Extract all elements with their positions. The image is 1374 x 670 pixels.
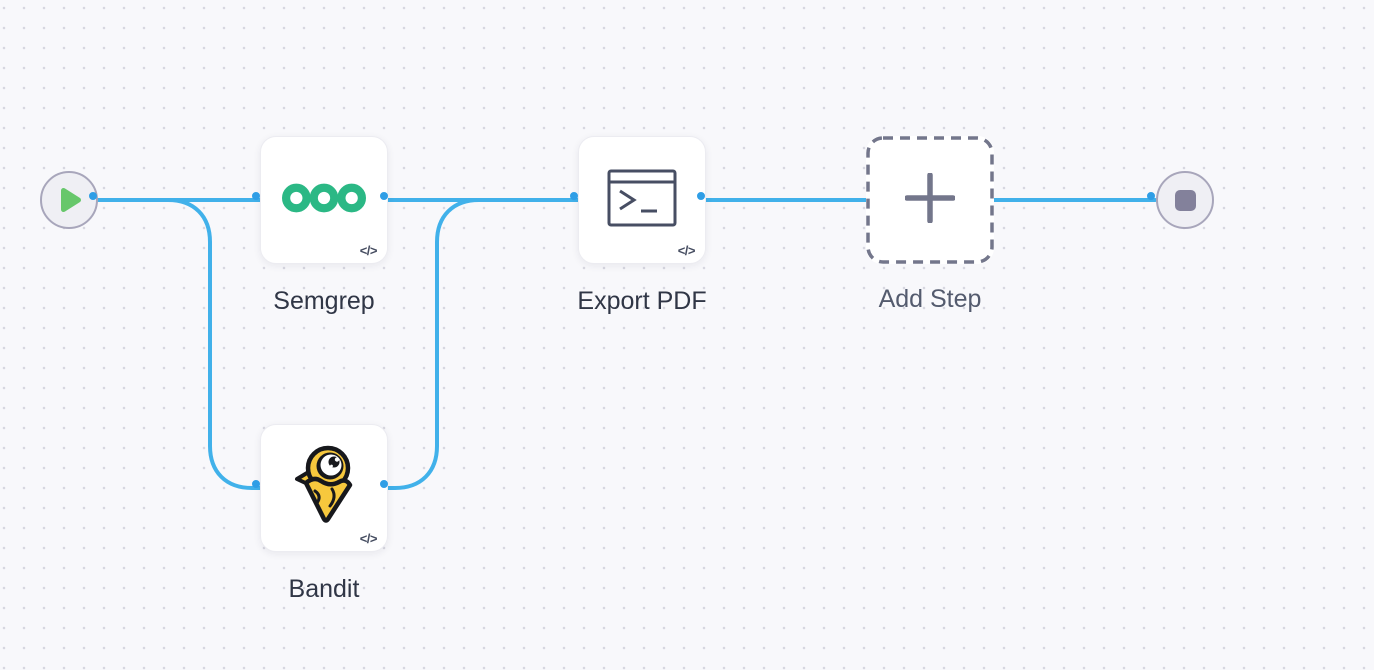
- edge-bandit-export[interactable]: [386, 198, 580, 490]
- port-export-out[interactable]: [697, 192, 705, 200]
- port-end-in[interactable]: [1147, 192, 1155, 200]
- terminal-icon: [607, 169, 677, 232]
- code-badge-icon: </>: [359, 531, 378, 546]
- port-semgrep-in[interactable]: [252, 192, 260, 200]
- bandit-logo-icon: [290, 443, 358, 534]
- add-step-node[interactable]: [866, 136, 994, 264]
- port-bandit-out[interactable]: [380, 480, 388, 488]
- semgrep-node-label: Semgrep: [273, 287, 375, 315]
- port-export-in[interactable]: [570, 192, 578, 200]
- plus-icon: [904, 171, 956, 228]
- port-semgrep-out[interactable]: [380, 192, 388, 200]
- add-step-label: Add Step: [878, 285, 982, 313]
- code-badge-icon: </>: [677, 243, 696, 258]
- dashed-border: [866, 136, 994, 264]
- bandit-node[interactable]: </>: [260, 424, 388, 552]
- code-badge-icon: </>: [359, 243, 378, 258]
- export-pdf-node[interactable]: </>: [578, 136, 706, 264]
- semgrep-logo-icon: [282, 183, 366, 218]
- end-node[interactable]: [1156, 171, 1214, 229]
- play-icon: [57, 187, 82, 213]
- export-pdf-node-label: Export PDF: [577, 287, 707, 315]
- port-start-out[interactable]: [89, 192, 97, 200]
- semgrep-node[interactable]: </>: [260, 136, 388, 264]
- edge-start-bandit[interactable]: [95, 198, 262, 490]
- start-node[interactable]: [40, 171, 98, 229]
- stop-icon: [1174, 189, 1196, 211]
- bandit-node-label: Bandit: [288, 575, 360, 603]
- port-bandit-in[interactable]: [252, 480, 260, 488]
